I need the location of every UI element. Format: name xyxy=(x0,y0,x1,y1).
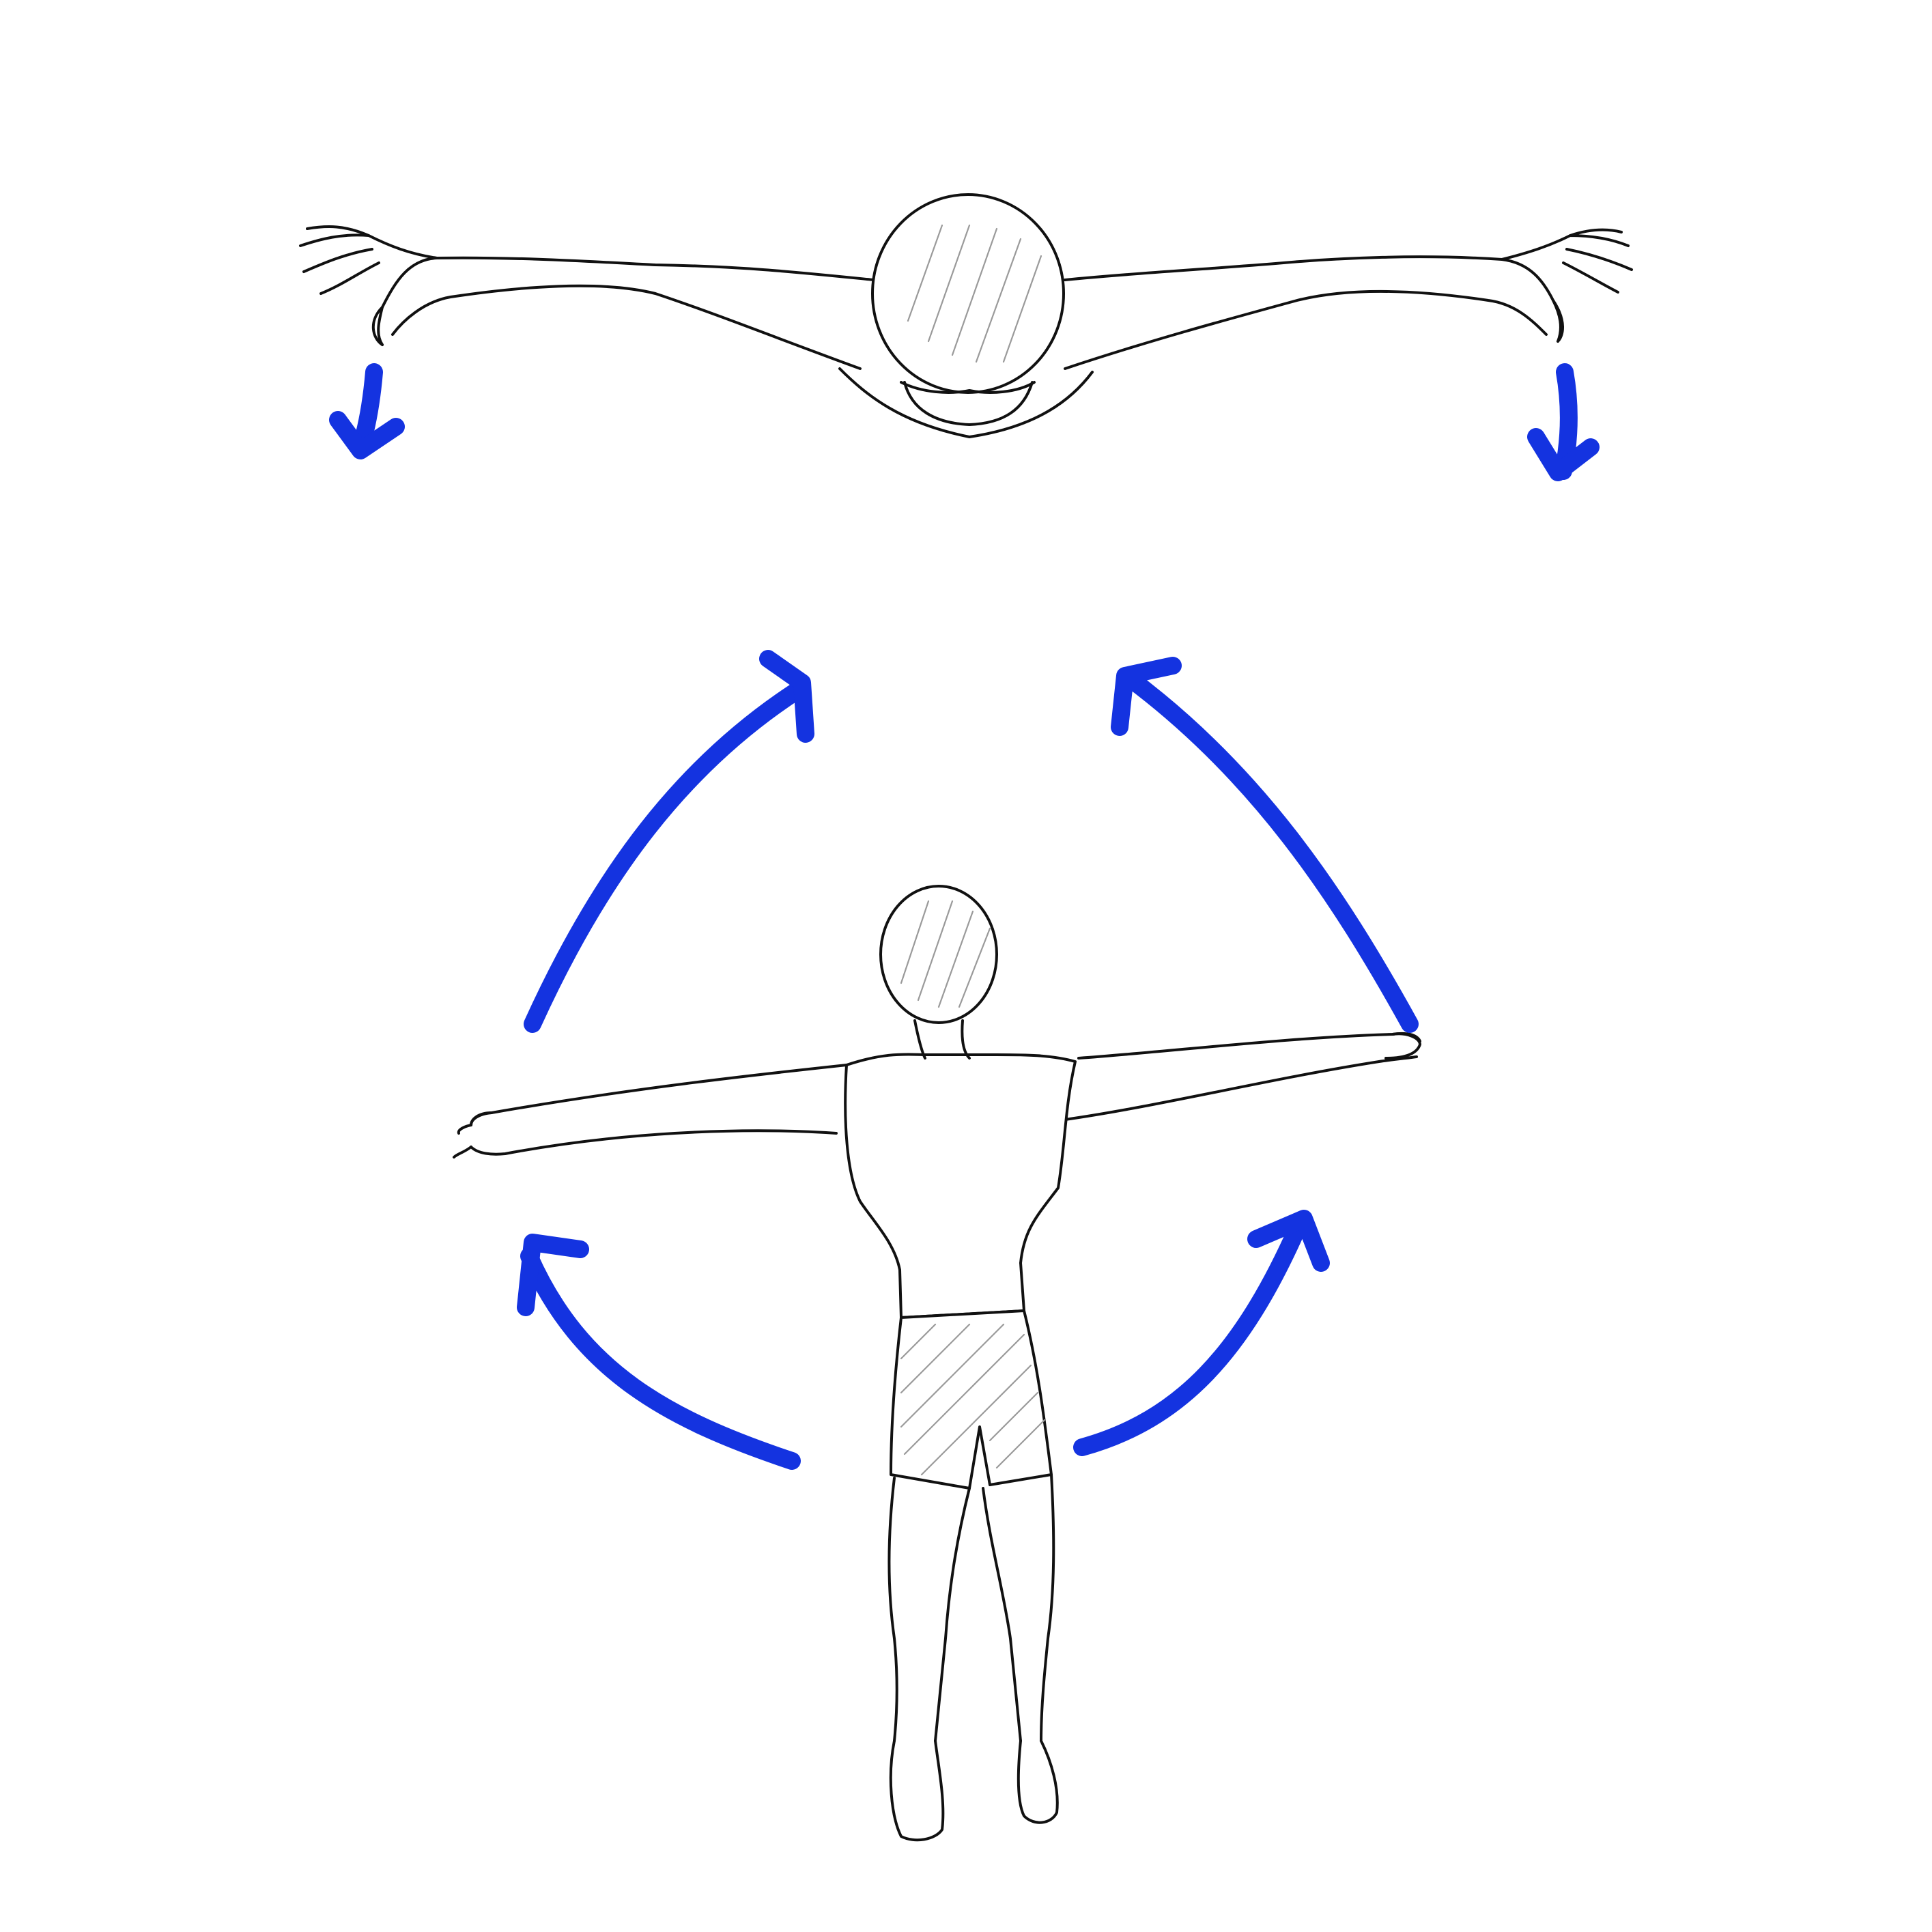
arrow-arc-upper-right xyxy=(1111,657,1419,1033)
back-cap-hatching xyxy=(900,900,991,1008)
back-left-hand xyxy=(453,1111,493,1159)
front-cap-hatching xyxy=(907,224,1042,363)
front-left-hand xyxy=(299,225,438,346)
arrow-arc-upper-right-head xyxy=(1111,657,1182,736)
arrow-down-left-head xyxy=(329,411,405,459)
back-left-arm xyxy=(470,1064,848,1156)
arrow-arc-lower-left-head xyxy=(517,1234,589,1316)
back-head-cap xyxy=(879,885,998,1024)
back-torso xyxy=(844,1053,1077,1319)
arrow-arc-upper-left-head xyxy=(759,650,814,743)
front-shoulders xyxy=(838,367,1094,438)
arrow-arc-lower-right-head xyxy=(1247,1210,1330,1272)
front-face xyxy=(903,381,1034,426)
arrow-arc-lower-right xyxy=(1073,1210,1330,1456)
back-right-foot xyxy=(1017,1739,1059,1824)
arrow-arc-lower-right-shaft xyxy=(1073,1220,1306,1456)
back-right-arm xyxy=(1064,1032,1421,1121)
swimmer-back-view xyxy=(453,885,1421,1842)
arrow-down-left xyxy=(329,363,405,459)
back-neck xyxy=(913,1019,971,1060)
front-head-cap xyxy=(871,193,1065,394)
arrow-down-right xyxy=(1527,363,1600,481)
arrow-arc-lower-left-shaft xyxy=(520,1247,801,1470)
arrow-arc-upper-left xyxy=(524,650,814,1033)
back-legs xyxy=(887,1473,1055,1742)
arrow-arc-lower-left xyxy=(517,1234,801,1470)
arrow-down-right-head xyxy=(1527,428,1600,481)
front-goggles xyxy=(900,381,1036,394)
arrow-arc-upper-right-shaft xyxy=(1118,667,1419,1033)
back-shorts-hatching xyxy=(900,1323,1046,1476)
arrow-down-left-shaft xyxy=(353,363,383,453)
front-right-hand xyxy=(1501,228,1633,343)
front-right-arm xyxy=(1064,255,1562,370)
back-right-hand xyxy=(1384,1032,1421,1060)
motion-arrows xyxy=(329,363,1600,1470)
back-left-foot xyxy=(889,1739,945,1842)
back-shorts xyxy=(890,1309,1053,1490)
arrow-arc-upper-left-shaft xyxy=(524,681,808,1033)
front-left-arm xyxy=(377,256,875,370)
swimmer-front-view xyxy=(299,193,1633,438)
